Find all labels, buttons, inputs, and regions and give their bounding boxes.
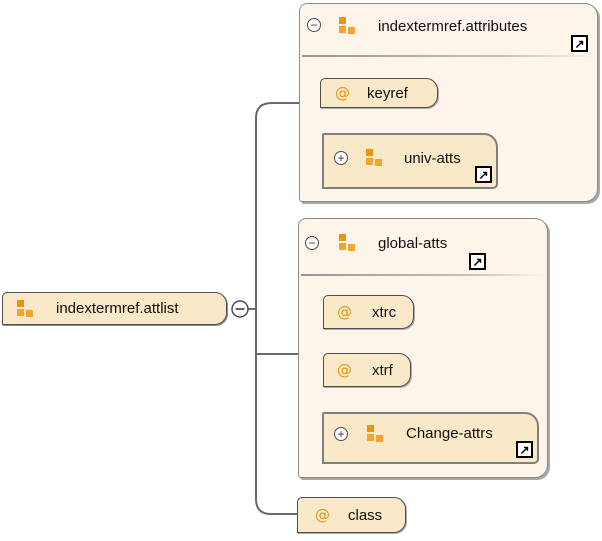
attribute-label: keyref: [367, 84, 408, 102]
attribute-label: class: [348, 506, 383, 524]
group-global-atts: − global-atts ↗ @ xtrc @ xtrf + Change-a…: [298, 218, 548, 478]
attribute-xtrf[interactable]: @ xtrf: [323, 353, 411, 387]
collapse-toggle[interactable]: −: [305, 236, 319, 250]
header-separator: [302, 55, 595, 57]
header-separator: [301, 274, 545, 276]
attribute-keyref[interactable]: @ keyref: [320, 78, 438, 108]
attribute-at-icon: @: [315, 506, 330, 524]
attribute-at-icon: @: [337, 303, 352, 321]
attribute-label: xtrc: [372, 303, 397, 321]
expand-toggle[interactable]: +: [334, 151, 348, 165]
attribute-xtrc[interactable]: @ xtrc: [323, 295, 414, 329]
jump-to-definition-icon[interactable]: ↗: [475, 166, 492, 183]
jump-to-definition-icon[interactable]: ↗: [571, 35, 588, 52]
group-ref-label: Change-attrs: [406, 425, 493, 442]
group-label: indextermref.attributes: [378, 18, 528, 35]
group-ref-univ-atts[interactable]: + univ-atts ↗: [322, 133, 498, 189]
group-indextermref-attributes: − indextermref.attributes ↗ @ keyref + u…: [299, 3, 598, 202]
attribute-at-icon: @: [335, 84, 350, 102]
expand-toggle[interactable]: +: [334, 426, 348, 441]
jump-to-definition-icon[interactable]: ↗: [469, 253, 486, 270]
attribute-group-icon: [366, 149, 383, 167]
root-collapse-toggle[interactable]: [231, 300, 249, 318]
attribute-label: xtrf: [372, 361, 393, 379]
group-label: global-atts: [378, 235, 448, 252]
collapse-toggle[interactable]: −: [307, 18, 321, 32]
attribute-group-icon: [367, 424, 384, 443]
group-ref-label: univ-atts: [404, 149, 461, 167]
attribute-group-icon: [339, 17, 356, 35]
jump-to-definition-icon[interactable]: ↗: [516, 441, 533, 458]
root-node-label: indextermref.attlist: [56, 300, 179, 317]
attribute-group-icon: [339, 234, 356, 252]
attribute-class[interactable]: @ class: [297, 497, 406, 533]
attribute-at-icon: @: [337, 361, 352, 379]
group-ref-change-attrs[interactable]: + Change-attrs ↗: [322, 412, 539, 464]
node-indextermref-attlist[interactable]: indextermref.attlist: [2, 292, 227, 325]
attribute-group-icon: [17, 299, 34, 318]
